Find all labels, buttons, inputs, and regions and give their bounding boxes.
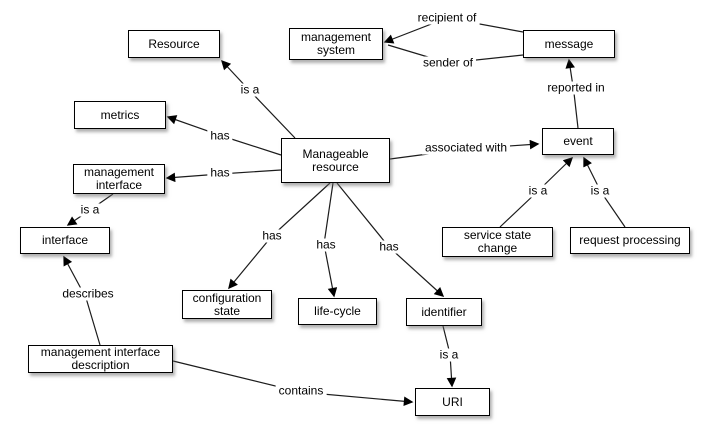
- node-interface: interface: [20, 227, 110, 254]
- edge-label-has-management-interface: has: [207, 166, 233, 180]
- edge-is-a-resource-line: [221, 59, 296, 139]
- edge-label-sender-of: sender of: [419, 56, 477, 70]
- edge-label-is-a-event-ssc: is a: [525, 184, 551, 198]
- node-resource: Resource: [128, 30, 220, 58]
- edge-label-describes: describes: [59, 287, 117, 301]
- node-message: message: [523, 30, 615, 58]
- node-service-state-change: service state change: [442, 227, 553, 257]
- edge-label-associated-with: associated with: [421, 141, 511, 155]
- node-manageable-resource: Manageable resource: [281, 138, 390, 183]
- node-event: event: [542, 128, 614, 155]
- edge-label-is-a-event-rp: is a: [587, 184, 613, 198]
- node-request-processing: request processing: [570, 227, 690, 254]
- node-management-system: management system: [289, 28, 383, 60]
- edge-label-is-a-interface: is a: [77, 203, 103, 217]
- edge-label-has-identifier: has: [376, 240, 402, 254]
- edge-label-has-configuration-state: has: [259, 229, 285, 243]
- edge-label-recipient-of: recipient of: [414, 11, 480, 25]
- node-uri: URI: [415, 388, 490, 416]
- node-management-interface: management interface: [73, 164, 165, 194]
- edge-label-is-a-resource: is a: [237, 83, 263, 97]
- node-identifier: identifier: [406, 298, 482, 326]
- node-life-cycle: life-cycle: [298, 298, 377, 325]
- edge-label-has-life-cycle: has: [313, 238, 339, 252]
- node-metrics: metrics: [74, 101, 166, 129]
- node-management-interface-description: management interface description: [28, 345, 173, 373]
- edge-label-is-a-uri: is a: [436, 348, 462, 362]
- edge-label-has-metrics: has: [207, 129, 233, 143]
- edge-label-reported-in: reported in: [544, 81, 608, 95]
- edge-label-contains: contains: [275, 384, 327, 398]
- node-configuration-state: configuration state: [182, 290, 272, 319]
- edge-describes-line: [63, 255, 101, 346]
